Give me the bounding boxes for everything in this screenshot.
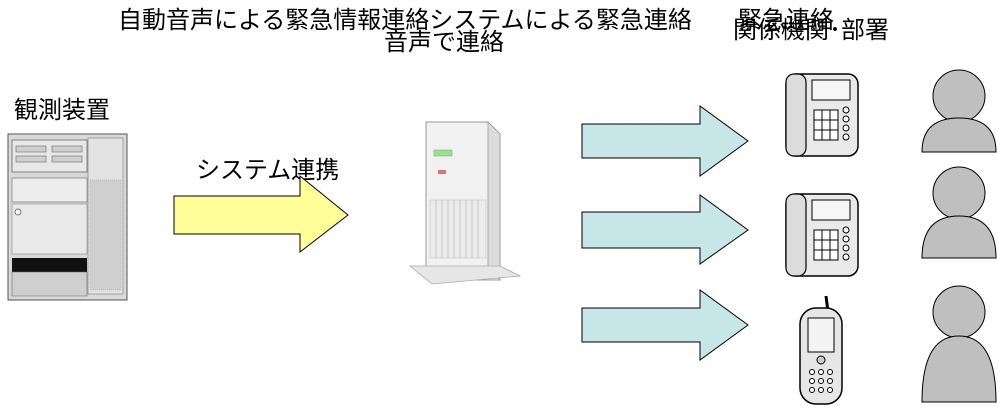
system-link-arrow xyxy=(173,174,349,254)
notify-arrow-1 xyxy=(581,105,749,177)
notify-arrow-2 xyxy=(581,194,749,265)
person-icon xyxy=(921,69,997,153)
notify-arrow-3 xyxy=(581,289,749,361)
voice-server-icon xyxy=(408,121,522,285)
top-caption-right: 緊急連絡 xyxy=(738,6,834,34)
desk-phone-icon xyxy=(785,73,859,157)
person-icon xyxy=(921,166,997,259)
person-icon xyxy=(921,285,997,403)
voice-contact-label: 音声で連絡 xyxy=(384,28,504,56)
desk-phone-icon xyxy=(785,193,859,277)
organizations-label: 関係機関･部署 xyxy=(733,16,889,44)
system-link-label: システム連携 xyxy=(196,156,340,184)
top-caption-left: 自動音声による緊急情報連絡システムによる緊急連絡 xyxy=(118,6,692,34)
server-tower-icon xyxy=(7,133,128,301)
mobile-phone-icon xyxy=(799,295,843,405)
observation-device-label: 観測装置 xyxy=(14,96,110,124)
